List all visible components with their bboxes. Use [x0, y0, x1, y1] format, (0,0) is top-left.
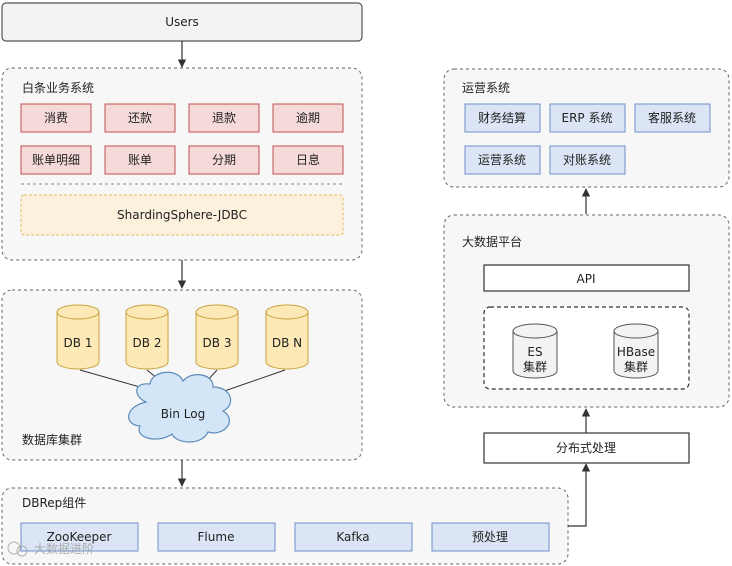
database-icon: HBase 集群: [613, 323, 659, 379]
svg-text:对账系统: 对账系统: [563, 153, 611, 167]
business-item: 账单: [104, 145, 176, 175]
svg-text:DB 1: DB 1: [64, 336, 93, 350]
svg-text:DB 2: DB 2: [133, 336, 162, 350]
svg-text:集群: 集群: [523, 359, 547, 374]
bigdata-title: 大数据平台: [462, 234, 522, 249]
binlog-cloud: Bin Log: [128, 371, 232, 443]
business-item: 账单明细: [20, 145, 92, 175]
db-cluster: 数据库集群 DB 1 DB 2 DB 3 DB N: [1, 289, 363, 461]
wechat-icon: [7, 541, 21, 555]
svg-text:ERP 系统: ERP 系统: [562, 111, 613, 125]
arrow-dbrep-to-distributed: [568, 463, 591, 527]
svg-text:ZooKeeper: ZooKeeper: [47, 530, 112, 544]
business-item: 逾期: [272, 103, 344, 133]
svg-text:日息: 日息: [296, 152, 320, 167]
database-icon: DB N: [265, 304, 309, 370]
svg-text:ES: ES: [527, 345, 542, 359]
svg-text:集群: 集群: [624, 359, 648, 374]
svg-text:预处理: 预处理: [472, 530, 508, 544]
api-box: API: [483, 264, 690, 292]
business-item: 分期: [188, 145, 260, 175]
bigdata-platform: 大数据平台 API ES 集群 HBase 集群: [443, 214, 730, 408]
users-label: Users: [165, 15, 199, 29]
svg-text:财务结算: 财务结算: [478, 110, 526, 125]
business-item: 还款: [104, 103, 176, 133]
svg-text:账单: 账单: [128, 153, 152, 167]
ops-item: 运营系统: [464, 145, 541, 175]
dbrep-component: DBRep组件 ZooKeeper Flume Kafka 预处理: [1, 487, 569, 565]
svg-text:大数据进阶: 大数据进阶: [34, 541, 94, 556]
api-label: API: [577, 272, 596, 286]
business-item: 退款: [188, 103, 260, 133]
ops-item: 财务结算: [464, 103, 541, 133]
svg-text:客服系统: 客服系统: [648, 110, 696, 125]
svg-text:DB 3: DB 3: [203, 336, 232, 350]
ops-item: 客服系统: [634, 103, 711, 133]
svg-text:Flume: Flume: [198, 530, 235, 544]
jdbc-layer: ShardingSphere-JDBC: [20, 194, 344, 236]
business-system: 白条业务系统 消费 还款 退款 逾期 账单明细 账单 分期: [1, 67, 363, 261]
ops-system-title: 运营系统: [462, 81, 510, 95]
users-box: Users: [1, 2, 363, 42]
dbrep-item: Flume: [157, 522, 276, 552]
distributed-processing: 分布式处理: [483, 432, 690, 464]
svg-text:运营系统: 运营系统: [478, 153, 526, 167]
database-icon: DB 3: [195, 304, 239, 370]
db-cluster-title: 数据库集群: [22, 432, 82, 447]
ops-item: ERP 系统: [549, 103, 626, 133]
svg-text:分期: 分期: [212, 153, 236, 167]
watermark: 大数据进阶: [7, 541, 94, 557]
distributed-label: 分布式处理: [556, 441, 616, 455]
business-system-title: 白条业务系统: [22, 80, 94, 95]
database-icon: DB 1: [56, 304, 100, 370]
dbrep-item: ZooKeeper: [20, 522, 139, 552]
svg-text:退款: 退款: [212, 111, 236, 125]
dbrep-title: DBRep组件: [22, 496, 86, 510]
svg-text:DB N: DB N: [272, 336, 302, 350]
database-icon: ES 集群: [512, 323, 558, 379]
svg-text:消费: 消费: [44, 111, 68, 125]
dbrep-item: 预处理: [431, 522, 550, 552]
svg-text:逾期: 逾期: [296, 110, 320, 125]
business-item: 日息: [272, 145, 344, 175]
svg-text:账单明细: 账单明细: [32, 153, 80, 167]
jdbc-label: ShardingSphere-JDBC: [117, 208, 247, 222]
svg-text:HBase: HBase: [617, 345, 655, 359]
business-item: 消费: [20, 103, 92, 133]
database-icon: DB 2: [125, 304, 169, 370]
ops-system: 运营系统 财务结算 ERP 系统 客服系统 运营系统 对账系统: [443, 68, 730, 188]
binlog-label: Bin Log: [161, 407, 205, 421]
ops-item: 对账系统: [549, 145, 626, 175]
svg-text:Kafka: Kafka: [336, 530, 369, 544]
dbrep-item: Kafka: [294, 522, 413, 552]
svg-text:还款: 还款: [128, 111, 152, 125]
